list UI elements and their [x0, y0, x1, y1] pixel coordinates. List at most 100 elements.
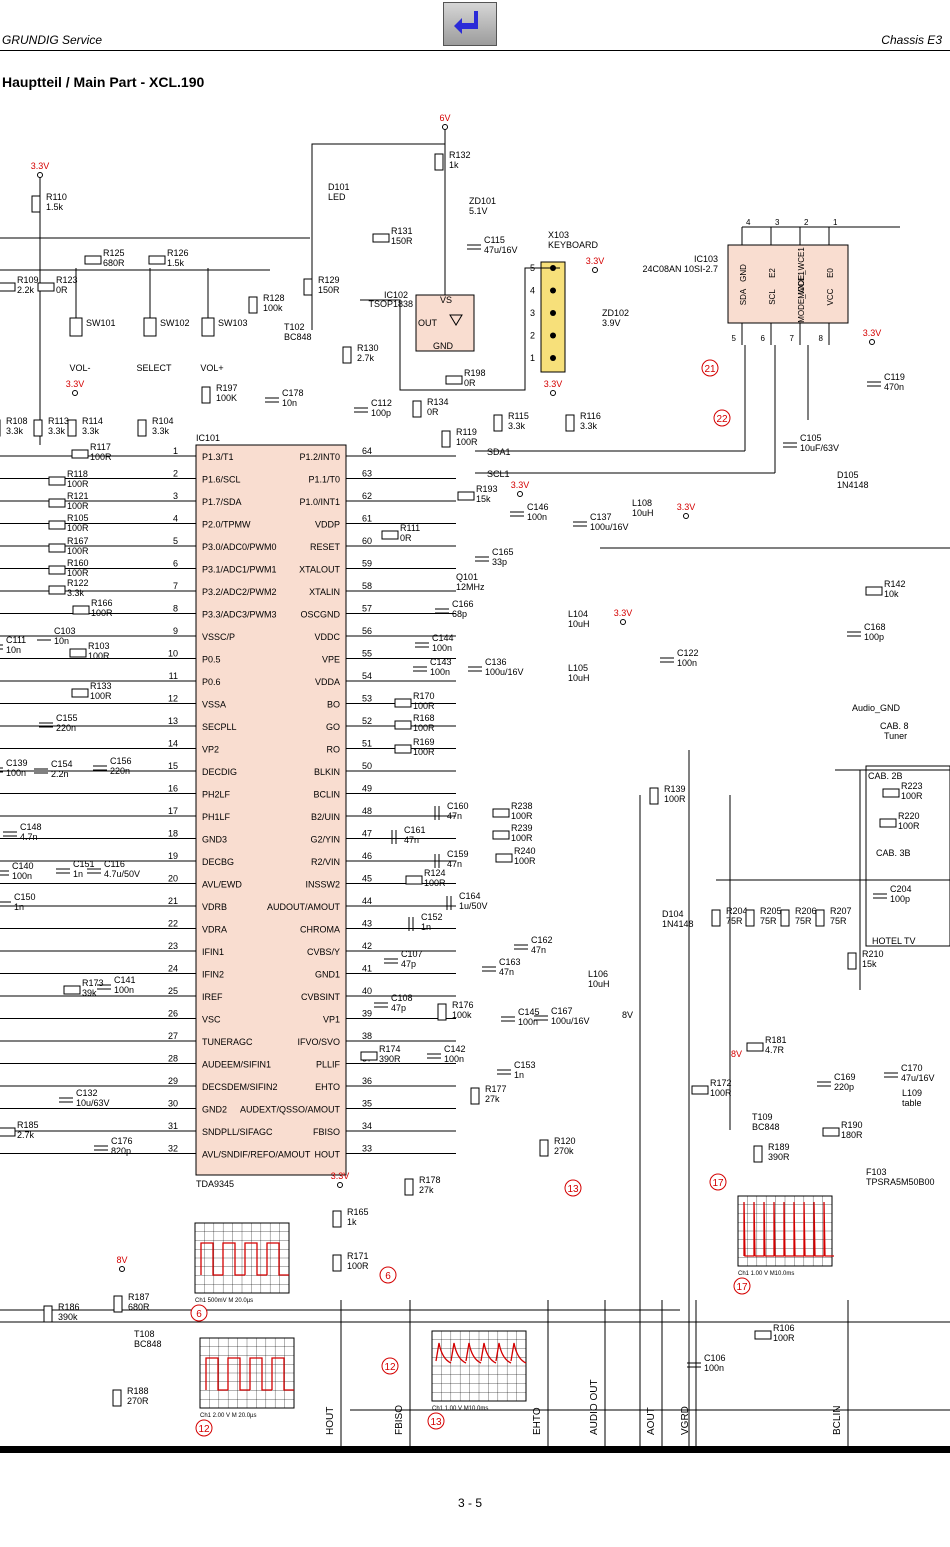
ic103-pin-number: 7	[790, 334, 795, 343]
ic101-pin-name: P1.1/T0	[308, 475, 340, 485]
waveform-caption: Ch1 2.00 V M 20.0µs	[200, 1413, 257, 1419]
component-ref: R240	[514, 846, 536, 856]
ic101-body	[195, 444, 347, 1176]
ic101-pin-number: 31	[168, 1121, 178, 1131]
ic101-pin-number: 50	[362, 761, 372, 771]
supply-label: 3.3V	[544, 379, 563, 389]
ic101-pin-name: VPE	[322, 655, 340, 665]
component-ref: C152	[421, 912, 443, 922]
net-label: SDA1	[487, 447, 511, 457]
component-ref: C119	[884, 372, 905, 382]
component-ref: R114	[82, 416, 103, 426]
component-value: 75R	[795, 916, 812, 926]
supply-label: 3.3V	[614, 608, 633, 618]
bottom-signal-label: AUDIO OUT	[589, 1379, 600, 1435]
component-value: 1n	[421, 922, 431, 932]
component-value: 100u/16V	[485, 667, 524, 677]
component-value: 1n	[514, 1070, 524, 1080]
ic101-pin-number: 45	[362, 874, 372, 884]
test-point-marker	[381, 1357, 399, 1375]
ic103-pin-number: 3	[775, 218, 780, 227]
component-ref: C143	[430, 657, 452, 667]
component-ref: C142	[444, 1044, 466, 1054]
net-label: HOTEL TV	[872, 936, 916, 946]
resistor	[201, 386, 211, 404]
wire	[360, 267, 560, 391]
component-value: 100R	[347, 1261, 369, 1271]
ic101-pin-name: IFVO/SVO	[297, 1037, 340, 1047]
component-value: BC848	[284, 332, 312, 342]
component-ref: R118	[67, 469, 88, 479]
component-ref: R176	[452, 1000, 474, 1010]
resistor	[394, 744, 412, 754]
component-ref: C132	[76, 1088, 98, 1098]
component-value: 100u/16V	[551, 1016, 590, 1026]
ic101-pin-name: RO	[327, 745, 341, 755]
component-value: 3.3k	[6, 426, 24, 436]
test-point-label: 6	[385, 1271, 391, 1282]
bottom-signal-label: VGRD	[680, 1406, 691, 1435]
back-button[interactable]	[443, 2, 497, 46]
component-ref: R121	[67, 491, 89, 501]
component-ref: T108	[134, 1329, 155, 1339]
component-ref: C144	[432, 633, 454, 643]
switch-label: SELECT	[136, 363, 172, 373]
component-value: 47p	[391, 1003, 406, 1013]
component-ref: L106	[588, 969, 608, 979]
component-ref: R104	[152, 416, 174, 426]
component-value: 100R	[413, 701, 435, 711]
component-ref: R110	[46, 192, 67, 202]
component-ref: R116	[580, 411, 601, 421]
component-ref: R186	[58, 1302, 80, 1312]
component-value: 1.5k	[167, 258, 185, 268]
page-number: 3 - 5	[457, 1496, 482, 1510]
component-ref: D104	[662, 909, 684, 919]
ic101-pin-number: 12	[168, 694, 178, 704]
resistor	[441, 430, 451, 448]
component-value: 3.9V	[602, 318, 621, 328]
component-value: 2.2k	[17, 285, 35, 295]
component-value: TPSRA5M50B00	[866, 1177, 935, 1187]
component-value: 100u/16V	[590, 522, 629, 532]
resistor	[879, 818, 897, 828]
ic103-pin-number: 4	[746, 218, 751, 227]
test-point-label: 22	[716, 414, 728, 425]
ic101-pin-name: AUDOUT/AMOUT	[267, 902, 341, 912]
ic103-pin-number: 1	[833, 218, 838, 227]
component-ref: R128	[263, 293, 285, 303]
resistor	[492, 808, 510, 818]
component-ref: R111	[400, 523, 420, 533]
component-ref: R134	[427, 397, 449, 407]
test-point-marker	[564, 1179, 582, 1197]
component-ref: C167	[551, 1006, 573, 1016]
supply-terminal	[550, 390, 556, 396]
component-ref: R126	[167, 248, 189, 258]
ic103-type: 24C08AN 10SI-2.7	[642, 264, 718, 274]
resistor	[847, 952, 857, 970]
ic101-pin-name: BLKIN	[314, 767, 340, 777]
resistor	[394, 698, 412, 708]
ic101-pin-number: 39	[362, 1009, 372, 1019]
component-value: 100K	[216, 393, 237, 403]
resistor	[495, 853, 513, 863]
supply-label: 3.3V	[331, 1171, 350, 1181]
component-ref: C115	[484, 235, 505, 245]
resistor	[48, 476, 66, 486]
component-ref: R132	[449, 150, 471, 160]
resistor	[470, 1087, 480, 1105]
component-value: 3.3k	[67, 588, 85, 598]
component-ref: C165	[492, 547, 514, 557]
ic101-pin-number: 10	[168, 649, 178, 659]
component-ref: C111	[6, 635, 26, 645]
supply-terminal	[72, 390, 78, 396]
ic101-pin-name: P3.2/ADC2/PWM2	[202, 587, 277, 597]
ic101-pin-number: 3	[173, 491, 178, 501]
component-ref: C112	[371, 398, 392, 408]
component-value: 47n	[499, 967, 514, 977]
component-ref: D105	[837, 470, 859, 480]
component-ref: L104	[568, 609, 588, 619]
ic101-pin-number: 25	[168, 986, 178, 996]
supply-terminal	[37, 172, 43, 178]
ic101-pin-number: 26	[168, 1009, 178, 1019]
waveform-trace	[205, 1357, 294, 1391]
